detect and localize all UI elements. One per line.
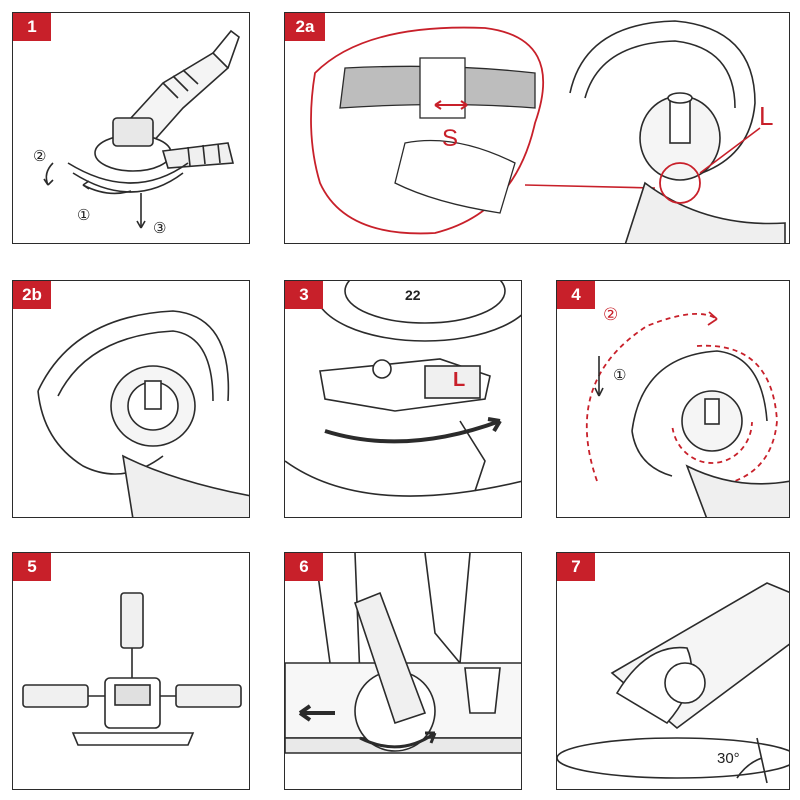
circled-number-1: ①	[613, 367, 627, 384]
panel-4: 4 ② ①	[556, 280, 790, 518]
grinding-angle-illustration	[557, 582, 789, 784]
step-badge-2b: 2b	[13, 281, 51, 309]
step-badge-5: 5	[13, 553, 51, 581]
cutting-operation-illustration	[285, 553, 521, 754]
guard-installed-illustration	[37, 310, 249, 517]
lever-lock-illustration	[285, 281, 521, 497]
panel-1: 1 ② ① ③	[12, 12, 250, 244]
circled-number-3: ③	[153, 220, 167, 237]
panel-5: 5	[12, 552, 250, 790]
panel-3: 3 22 L	[284, 280, 522, 518]
circled-number-1: ①	[77, 207, 91, 224]
panel-6: 6	[284, 552, 522, 790]
label-l: L	[759, 101, 774, 131]
ring-marking: 22	[405, 287, 421, 303]
step-badge-7: 7	[557, 553, 595, 581]
guard-rotation-illustration	[585, 311, 789, 517]
step-badge-3: 3	[285, 281, 323, 309]
panel-7: 7 30°	[556, 552, 790, 790]
step-badge-4: 4	[557, 281, 595, 309]
label-l: L	[453, 369, 466, 391]
step-badge-2a: 2a	[285, 13, 325, 41]
panel-2b: 2b	[12, 280, 250, 518]
step-badge-6: 6	[285, 553, 323, 581]
guard-adjustment-illustration	[310, 20, 786, 243]
label-s: S	[442, 125, 459, 152]
handle-positions-illustration	[22, 592, 242, 746]
grinder-assembly-illustration	[43, 29, 240, 229]
panel-2a: 2a S L	[284, 12, 790, 244]
angle-label: 30°	[717, 750, 740, 767]
step-badge-1: 1	[13, 13, 51, 41]
circled-number-2: ②	[603, 305, 619, 324]
circled-number-2: ②	[33, 148, 47, 165]
